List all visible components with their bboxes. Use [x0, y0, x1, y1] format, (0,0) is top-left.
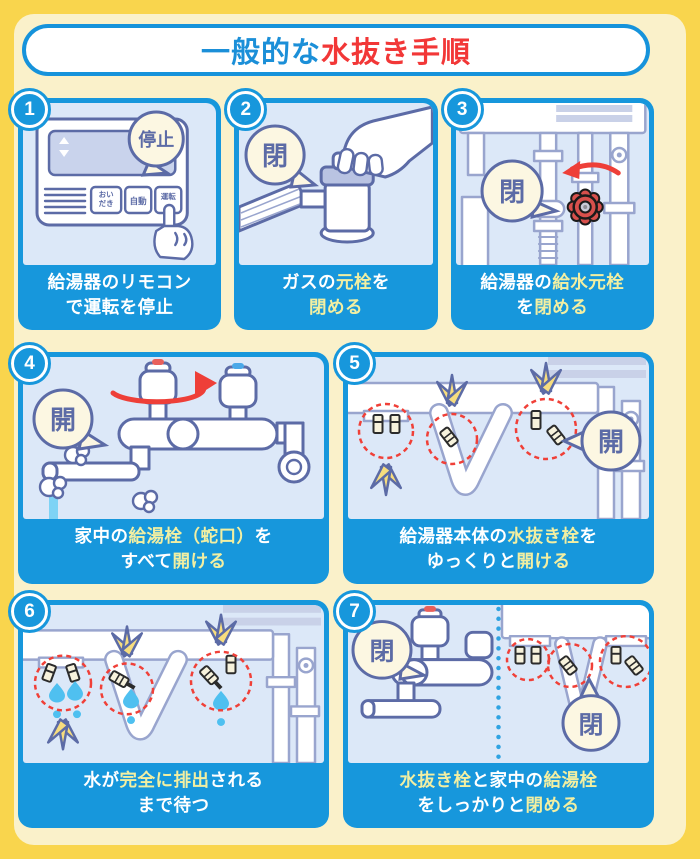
svg-text:閉: 閉 [499, 177, 525, 207]
remote-control-illustration: おい だき 自動 運転 停止 [35, 110, 194, 261]
v-pipe [104, 649, 188, 741]
emphasis-burst [529, 361, 563, 395]
step-1-caption: 給湯器のリモコンで運転を停止 [47, 271, 192, 317]
highlight-circle [514, 397, 578, 461]
svg-text:停止: 停止 [138, 129, 174, 150]
emphasis-burst [435, 373, 469, 407]
emphasis-burst [110, 625, 144, 658]
emphasis-burst [46, 718, 80, 751]
step-4-number-badge: 4 [8, 342, 51, 385]
hand-icon [337, 105, 433, 179]
gas-valve-illustration: 閉 [239, 105, 433, 244]
step-4-illustration: 開 [23, 357, 324, 519]
step-5-illustration: 開 [348, 357, 649, 519]
step-2-caption: ガスの元栓を閉める [281, 271, 390, 317]
step-1-illustration: おい だき 自動 運転 停止 [23, 103, 217, 265]
pipes [265, 633, 321, 763]
heater-bottom [500, 605, 649, 640]
drain-plugs [514, 645, 644, 676]
valve-body [323, 181, 372, 233]
step-3-illustration: 閉 [455, 103, 649, 265]
valve-outlet [299, 189, 327, 209]
step-4-caption: 家中の給湯栓（蛇口）をすべて開ける [74, 525, 273, 571]
svg-text:開: 開 [50, 405, 76, 435]
water-draining-illustration [23, 605, 321, 763]
step-6-illustration [23, 605, 324, 763]
step-6-number-badge: 6 [8, 590, 51, 633]
step-7-number-badge: 7 [333, 590, 376, 633]
highlight-circle [99, 662, 155, 716]
faucet-illustration: 開 [32, 359, 311, 519]
svg-text:閉: 閉 [578, 712, 603, 739]
speech-bubble-close [480, 159, 544, 223]
step-panel-1: 1 おい だき 自動 運転 停止 [8, 88, 222, 330]
svg-text:自動: 自動 [130, 196, 148, 206]
up-arrow-icon [59, 137, 70, 144]
step-6-caption: 水が完全に排出されるまで待つ [83, 769, 264, 815]
step-5-caption: 給湯器本体の水抜き栓をゆっくりと開ける [399, 525, 598, 571]
highlight-circle [189, 650, 253, 712]
drain-plugs-illustration: 開 [348, 357, 646, 519]
close-everything-illustration: 閉 [351, 605, 649, 762]
row-1: 1 おい だき 自動 運転 停止 [8, 88, 654, 330]
open-drain-plugs [41, 654, 237, 690]
highlight-circle [33, 654, 93, 712]
remote-button-oidaki [89, 185, 123, 215]
step-3-caption: 給湯器の給水元栓を閉める [480, 271, 625, 317]
step-panel-6: 6 [8, 590, 329, 828]
emphasis-burst [369, 463, 403, 497]
pointing-hand-icon [153, 203, 194, 261]
step-panel-3: 3 [440, 88, 654, 330]
step-panel-7: 7 閉 [333, 590, 654, 828]
speech-bubble-open [580, 410, 642, 472]
step-panel-5: 5 [333, 342, 654, 584]
step-7-illustration: 閉 [348, 605, 649, 763]
row-2: 4 [8, 342, 654, 584]
step-2-illustration: 閉 [239, 103, 433, 265]
speech-bubble-close [351, 620, 413, 680]
red-valve-wheel [566, 188, 604, 226]
step-1-number-badge: 1 [8, 88, 51, 131]
v-pipe [429, 403, 513, 496]
speech-bubble-close [561, 694, 621, 752]
row-3: 6 [8, 590, 654, 828]
svg-text:だき: だき [99, 199, 114, 208]
svg-text:閉: 閉 [262, 141, 288, 171]
step-5-number-badge: 5 [333, 342, 376, 385]
drain-plugs [372, 410, 566, 448]
step-3-number-badge: 3 [440, 88, 484, 131]
highlight-circle [546, 642, 594, 689]
speech-bubble-stop [127, 110, 185, 168]
highlight-circle [357, 402, 415, 460]
step-panel-4: 4 [8, 342, 329, 584]
svg-text:おい: おい [99, 190, 115, 199]
svg-text:閉: 閉 [369, 639, 394, 666]
speech-bubble-open [32, 388, 94, 450]
water-stream [49, 480, 58, 519]
remote-button-auto [123, 185, 153, 215]
faucet [41, 359, 311, 484]
step-7-caption: 水抜き栓と家中の給湯栓をしっかりと閉める [399, 769, 598, 815]
svg-text:運転: 運転 [161, 191, 177, 201]
highlight-circle [598, 634, 649, 689]
title-segment-red: 水抜き手順 [321, 37, 472, 69]
speech-bubble-close [244, 124, 306, 186]
heater-bottom [348, 381, 600, 415]
svg-text:開: 開 [598, 427, 624, 457]
water-supply-valve-illustration: 閉 [458, 103, 647, 265]
step-panel-2: 2 閉 ガスの元栓を閉める [224, 88, 438, 330]
highlight-circle [425, 412, 479, 466]
title-segment-blue: 一般的な [200, 37, 321, 69]
step-2-number-badge: 2 [224, 88, 268, 131]
water-drops [49, 681, 229, 726]
page-title: 一般的な水抜き手順 [22, 24, 650, 76]
emphasis-burst [204, 613, 238, 646]
heater-bottom [23, 629, 275, 661]
down-arrow-icon [59, 150, 70, 157]
